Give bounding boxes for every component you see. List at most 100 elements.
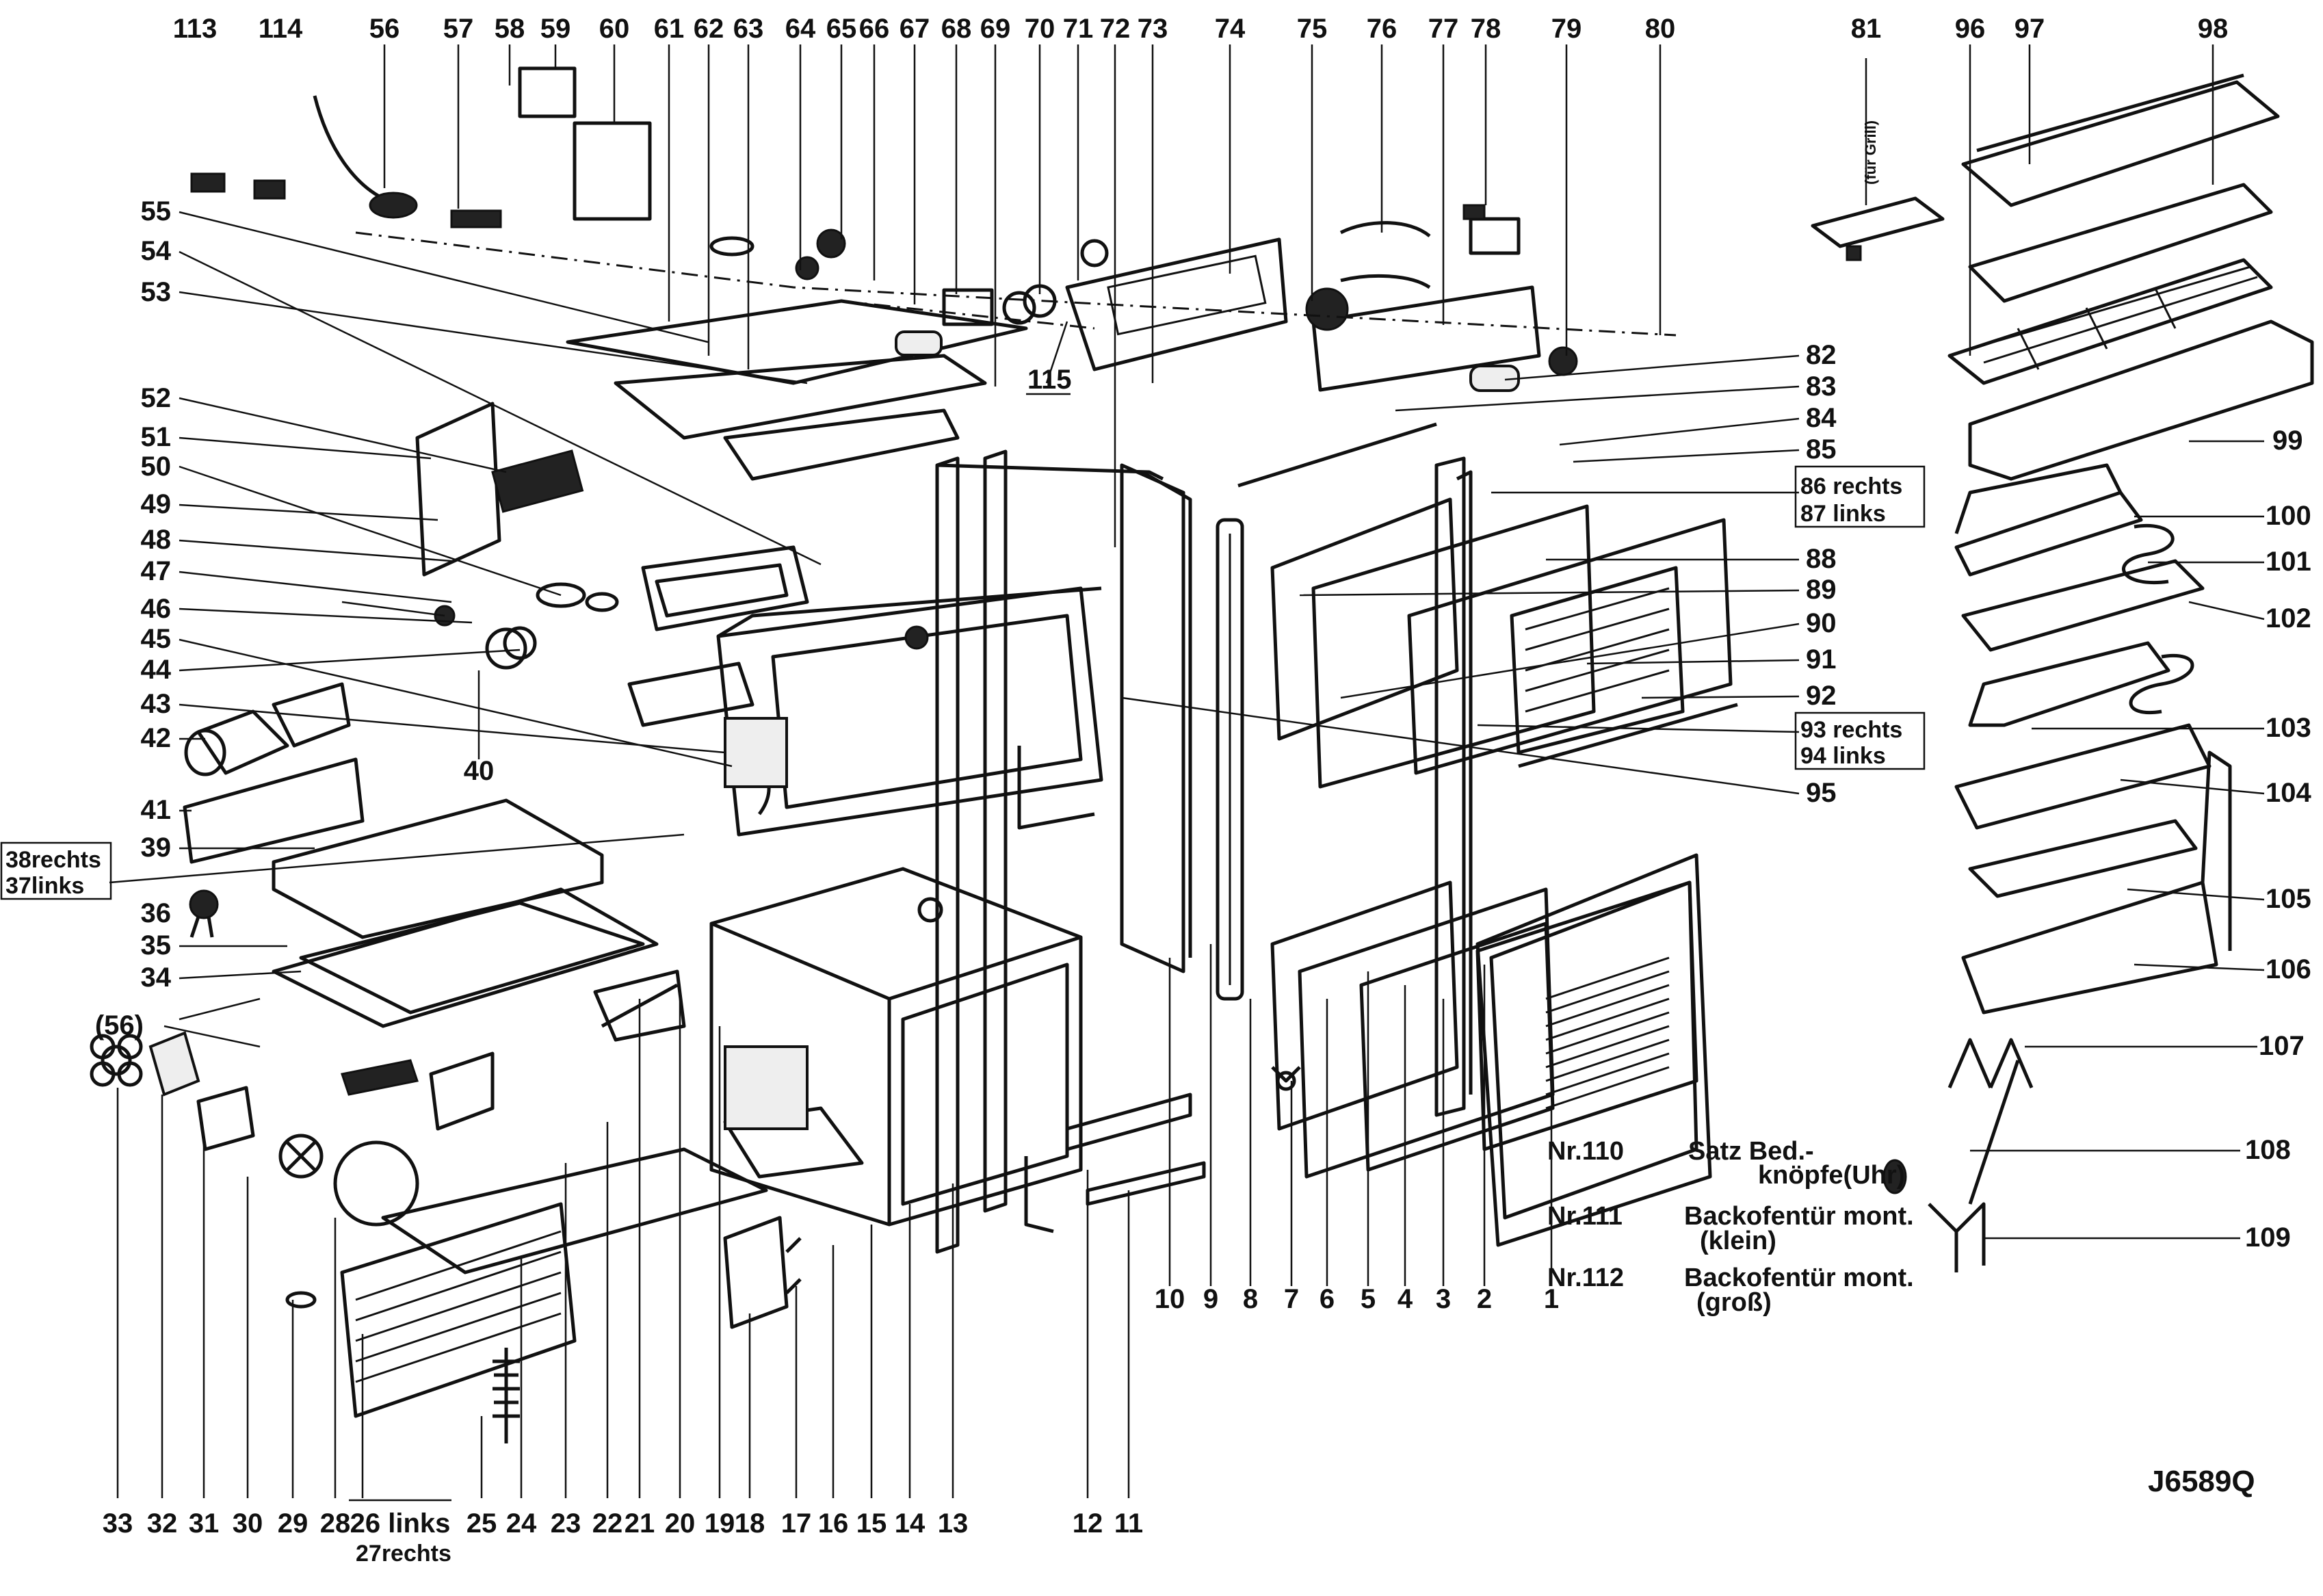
callout-78: 78 [1471,14,1501,44]
bottom-callouts: 33 32 31 30 29 28 26 links 25 24 23 22 2… [103,1284,1559,1567]
note-111-line1: Backofentür mont. [1684,1202,1914,1231]
callout-93-rechts: 93 rechts [1800,717,1902,743]
right-callouts: 82 83 84 85 86 rechts 87 links 88 89 90 … [1027,340,2311,1253]
callout-21: 21 [625,1508,655,1539]
callout-10: 10 [1155,1284,1185,1314]
callout-46: 46 [141,594,172,624]
callout-86-rechts: 86 rechts [1800,473,1902,499]
callout-107: 107 [2259,1031,2305,1061]
callout-94-links: 94 links [1800,743,1886,769]
bottom-left-parts [90,1031,802,1443]
callout-73: 73 [1138,14,1168,44]
callout-70: 70 [1025,14,1055,44]
callout-108: 108 [2245,1135,2291,1165]
callout-27rechts: 27rechts [356,1541,451,1567]
callout-104: 104 [2266,778,2311,808]
callout-87-links: 87 links [1800,501,1886,527]
callout-32: 32 [147,1508,178,1539]
callout-115: 115 [1027,365,1072,395]
callout-13: 13 [938,1508,969,1539]
callout-24: 24 [506,1508,537,1539]
callout-33: 33 [103,1508,133,1539]
callout-109: 109 [2245,1222,2291,1253]
callout-64: 64 [785,14,816,44]
callout-99: 99 [2272,426,2303,456]
callout-9: 9 [1203,1284,1218,1314]
callout-53: 53 [141,277,172,307]
drawing-code: J6589Q [2148,1465,2255,1498]
callout-38rechts: 38rechts [5,847,101,873]
callout-8: 8 [1243,1284,1258,1314]
callout-80: 80 [1645,14,1676,44]
callout-30: 30 [233,1508,263,1539]
callout-39: 39 [141,833,172,863]
callout-5: 5 [1361,1284,1376,1314]
kit-notes: Nr.110 Satz Bed.- knöpfe(Uhr) Nr.111 Bac… [1547,1137,1914,1317]
lower-oven-cavity [593,867,1083,1227]
top-callouts: 113 114 56 57 58 59 60 61 62 63 64 65 66… [173,14,2229,185]
callout-56: 56 [369,14,400,44]
callout-91: 91 [1806,644,1837,675]
callout-92: 92 [1806,681,1837,711]
callout-48: 48 [141,525,172,555]
callout-101: 101 [2266,547,2311,577]
callout-88: 88 [1806,544,1837,574]
callout-74: 74 [1215,14,1246,44]
callout-71: 71 [1063,14,1094,44]
callout-61: 61 [654,14,685,44]
right-trays-accessories [1811,73,2314,1272]
callout-42: 42 [141,723,172,753]
note-112-line2: (groß) [1696,1288,1772,1317]
note-112-num: Nr.112 [1547,1264,1624,1292]
callout-11: 11 [1114,1508,1143,1539]
callout-59: 59 [540,14,571,44]
top-control-panel [355,228,1677,481]
callout-2: 2 [1477,1284,1492,1314]
callout-18: 18 [735,1508,765,1539]
callout-69: 69 [980,14,1011,44]
callout-52: 52 [141,383,172,413]
callout-45: 45 [141,624,172,654]
callout-35: 35 [141,930,172,960]
callout-23: 23 [551,1508,581,1539]
callout-66: 66 [859,14,890,44]
callout-12: 12 [1073,1508,1103,1539]
callout-26-links: 26 links [350,1508,451,1539]
callout-90: 90 [1806,608,1837,638]
callout-62: 62 [694,14,724,44]
callout-6: 6 [1320,1284,1335,1314]
callout-14: 14 [895,1508,926,1539]
callout-83: 83 [1806,371,1837,402]
callout-114: 114 [259,14,303,44]
callout-68: 68 [941,14,972,44]
callout-25: 25 [467,1508,497,1539]
callout-57: 57 [443,14,474,44]
leader-lines [109,44,2265,1498]
left-callouts: 55 54 53 52 51 50 49 48 47 46 45 44 43 4… [5,196,494,1041]
callout-3: 3 [1436,1284,1451,1314]
note-112-line1: Backofentür mont. [1684,1264,1914,1292]
callout-37links: 37links [5,873,84,899]
callout-72: 72 [1100,14,1131,44]
callout-63: 63 [733,14,764,44]
callout-84: 84 [1806,403,1837,433]
callout-77: 77 [1428,14,1459,44]
callout-60: 60 [599,14,630,44]
grill-note: (für Grill) [1862,120,1879,185]
callout-106: 106 [2266,954,2311,984]
callout-56-paren: (56) [95,1010,144,1041]
callout-47: 47 [141,556,172,586]
callout-89: 89 [1806,575,1837,605]
callout-16: 16 [818,1508,849,1539]
callout-50: 50 [141,452,172,482]
callout-55: 55 [141,196,172,226]
callout-31: 31 [189,1508,220,1539]
callout-105: 105 [2266,884,2311,914]
callout-22: 22 [592,1508,623,1539]
callout-20: 20 [665,1508,696,1539]
callout-36: 36 [141,898,172,928]
callout-97: 97 [2014,14,2045,44]
callout-75: 75 [1297,14,1328,44]
